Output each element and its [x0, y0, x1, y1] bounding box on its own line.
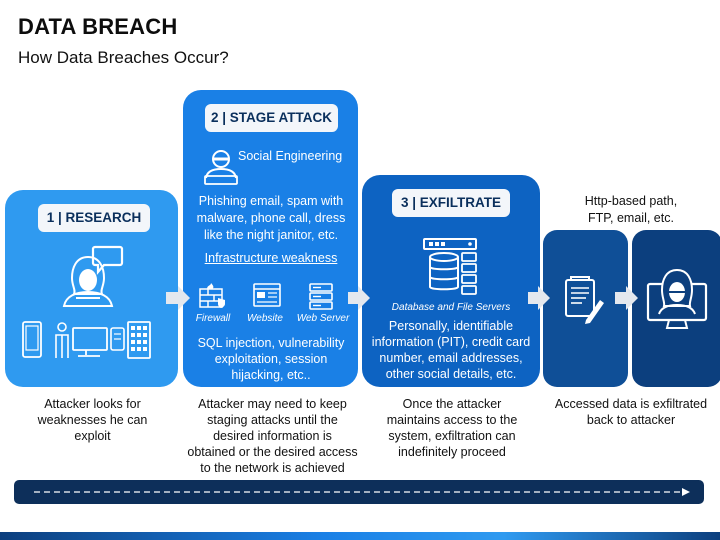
pii-line: number, email addresses, [379, 351, 523, 365]
speech-bubble-icon [91, 245, 124, 275]
pii-line: other social details, etc. [385, 367, 517, 381]
exfil-channel-note: Http-based path, FTP, email, etc. [556, 193, 706, 227]
arrow-2-3 [348, 286, 370, 310]
arrow-1-2 [166, 286, 190, 310]
caption-line: indefinitely proceed [398, 445, 506, 459]
web-server-label: Web Server [296, 313, 350, 324]
sql-line: exploitation, session [214, 352, 328, 366]
document-card [543, 230, 628, 387]
exfil-channel-line: Http-based path, [584, 194, 678, 208]
sql-line: SQL injection, vulnerability [197, 336, 345, 350]
caption-line: Attacker may need to keep [198, 397, 347, 411]
arrow-4-5 [615, 286, 638, 310]
page-title: DATA BREACH [18, 14, 178, 39]
database-server-icon [423, 238, 477, 295]
pii-line: information (PIT), credit card [371, 335, 531, 349]
stage-attack-card [183, 90, 358, 387]
caption-line: weaknesses he can [37, 413, 148, 427]
caption-line: exploit [74, 429, 111, 443]
arrow-3-4 [528, 286, 550, 310]
caption-line: back to attacker [586, 413, 676, 427]
infrastructure-heading: Infrastructure weakness [204, 251, 338, 265]
sql-injection-text: SQL injection, vulnerability exploitatio… [188, 335, 354, 383]
pii-text: Personally, identifiable information (PI… [366, 318, 536, 382]
hooded-hacker-monitor-icon [646, 268, 708, 329]
footer-stripe [0, 532, 720, 540]
caption-line: maintains access to the [386, 413, 518, 427]
devices-icon [22, 321, 151, 359]
caption-line: Accessed data is exfiltrated [554, 397, 708, 411]
pii-line: Personally, identifiable [388, 319, 514, 333]
step-1-badge: 1 | RESEARCH [38, 204, 150, 232]
caption-line: Attacker looks for [44, 397, 141, 411]
firewall-label: Firewall [195, 313, 231, 324]
hacker-icon [62, 255, 114, 307]
step-2-caption: Attacker may need to keep staging attack… [185, 396, 360, 476]
sql-line: hijacking, etc.. [231, 368, 311, 382]
caption-line: system, exfiltration can [388, 429, 516, 443]
step-4-caption: Accessed data is exfiltrated back to att… [546, 396, 716, 428]
caption-line: to the network is achieved [200, 461, 345, 475]
caption-line: desired information is [213, 429, 332, 443]
step-1-caption: Attacker looks for weaknesses he can exp… [20, 396, 165, 444]
database-label: Database and File Servers [391, 302, 511, 313]
step-2-badge: 2 | STAGE ATTACK [205, 104, 338, 132]
phishing-line: like the night janitor, etc. [203, 228, 339, 242]
social-engineering-label: Social Engineering [238, 149, 343, 163]
exfil-channel-line: FTP, email, etc. [588, 211, 674, 225]
document-pen-icon [565, 276, 604, 324]
phishing-text: Phishing email, spam with malware, phone… [188, 193, 354, 244]
caption-line: Once the attacker [402, 397, 502, 411]
phishing-hacker-icon [204, 150, 238, 185]
website-icon [253, 283, 281, 307]
phishing-line: Phishing email, spam with [198, 194, 344, 208]
step-3-badge: 3 | EXFILTRATE [392, 189, 510, 217]
web-server-icon [309, 283, 333, 310]
website-label: Website [247, 313, 283, 324]
caption-line: obtained or the desired access [187, 445, 358, 459]
page-subtitle: How Data Breaches Occur? [18, 48, 229, 67]
phishing-line: malware, phone call, dress [196, 211, 346, 225]
step-3-caption: Once the attacker maintains access to th… [368, 396, 536, 460]
caption-line: staging attacks until the [207, 413, 338, 427]
firewall-icon [199, 283, 225, 308]
